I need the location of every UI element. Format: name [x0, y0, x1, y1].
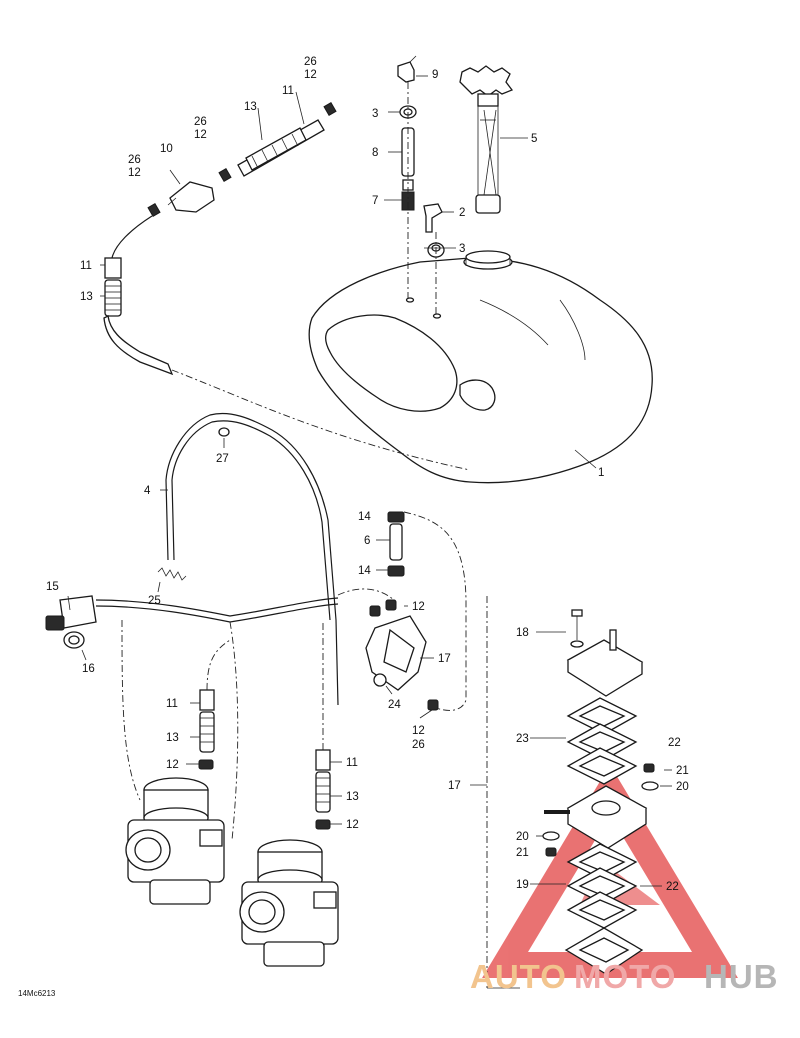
callout-12-carb-left: 12 — [166, 759, 179, 771]
callout-19: 19 — [516, 879, 529, 891]
callout-7: 7 — [372, 195, 378, 207]
callout-26-vent-top: 26 — [304, 56, 317, 68]
callout-12-vent-left: 12 — [128, 167, 141, 179]
callout-10: 10 — [160, 143, 173, 155]
callout-3-top: 3 — [372, 108, 378, 120]
fuel-tank — [308, 250, 653, 484]
callout-21-right: 21 — [676, 765, 689, 777]
callout-12-vent-mid: 12 — [194, 129, 207, 141]
callout-20-right: 20 — [676, 781, 689, 793]
callout-15: 15 — [46, 581, 59, 593]
callout-12-pump-out: 12 — [412, 725, 425, 737]
callout-13-carb-right: 13 — [346, 791, 359, 803]
watermark-text: AUTO MOTO HUB — [470, 958, 779, 995]
watermark-auto: AUTO — [470, 958, 567, 995]
callout-12-pump: 12 — [412, 601, 425, 613]
callout-13-vent: 13 — [244, 101, 257, 113]
callout-18: 18 — [516, 627, 529, 639]
callout-24: 24 — [388, 699, 401, 711]
callout-6: 6 — [364, 535, 370, 547]
callout-26-vent-left: 26 — [128, 154, 141, 166]
callout-17-exploded: 17 — [448, 780, 461, 792]
carburetor-right — [239, 839, 339, 967]
callout-20-left: 20 — [516, 831, 529, 843]
callout-17-pump: 17 — [438, 653, 451, 665]
watermark-moto: MOTO — [574, 958, 676, 995]
callout-23: 23 — [516, 733, 529, 745]
callout-16: 16 — [82, 663, 95, 675]
fuel-level-gauge — [459, 65, 514, 214]
callout-21-left: 21 — [516, 847, 529, 859]
callout-26-vent-mid: 26 — [194, 116, 207, 128]
callout-26-pump-out: 26 — [412, 739, 425, 751]
callout-14-top: 14 — [358, 511, 371, 523]
callout-11-carb-right: 11 — [346, 757, 358, 769]
watermark-hub: HUB — [704, 958, 779, 995]
callout-11-vent: 11 — [282, 85, 294, 97]
callout-12-vent-top: 12 — [304, 69, 317, 81]
callout-22-top: 22 — [668, 737, 681, 749]
callout-11-carb-left: 11 — [166, 698, 178, 710]
callout-labels: 1 2 3 3 4 5 6 7 8 9 10 11 11 11 11 12 12… — [46, 56, 689, 893]
callout-11-tank: 11 — [80, 260, 92, 272]
callout-13-tank: 13 — [80, 291, 93, 303]
vent-hose-assembly — [103, 101, 471, 471]
diagram-code: 14Mc6213 — [18, 989, 56, 998]
primer-assembly — [45, 595, 339, 841]
carburetor-left — [125, 777, 225, 905]
callout-14-lower: 14 — [358, 565, 371, 577]
callout-3-lower: 3 — [459, 243, 465, 255]
callout-22-lower: 22 — [666, 881, 679, 893]
callout-2: 2 — [459, 207, 465, 219]
callout-1: 1 — [598, 467, 604, 479]
fuel-line — [157, 412, 339, 706]
callout-13-carb-left: 13 — [166, 732, 179, 744]
callout-9: 9 — [432, 69, 438, 81]
fuel-pump-exploded — [486, 596, 659, 989]
callout-27: 27 — [216, 453, 229, 465]
fuel-pump-mounted — [337, 511, 467, 711]
tank-vent-fittings — [397, 55, 445, 316]
callout-4: 4 — [144, 485, 151, 497]
callout-12-carb-right: 12 — [346, 819, 359, 831]
carburetor-hoses — [198, 620, 331, 830]
callout-5: 5 — [531, 133, 537, 145]
callout-25: 25 — [148, 595, 161, 607]
callout-8: 8 — [372, 147, 378, 159]
leader-lines — [67, 75, 672, 887]
